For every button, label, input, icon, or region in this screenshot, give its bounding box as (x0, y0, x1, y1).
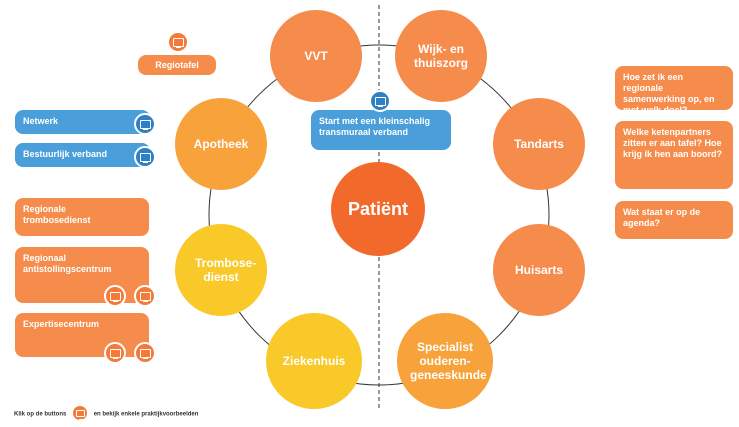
expertisecentrum-label: Expertisecentrum (23, 319, 100, 329)
expertisecentrum-button[interactable]: Expertisecentrum (15, 313, 149, 357)
node-trombosedienst[interactable]: Trombose-dienst (175, 224, 267, 316)
monitor-icon[interactable] (369, 90, 391, 112)
start-button[interactable]: Start met een kleinschalig transmuraal v… (311, 110, 451, 150)
node-label: VVT (304, 49, 328, 63)
regionale-trombosedienst-label: Regionale trombosedienst (23, 204, 91, 225)
node-apotheek[interactable]: Apotheek (175, 98, 267, 190)
start-label: Start met een kleinschalig transmuraal v… (319, 116, 431, 137)
node-label: Wijk- en thuiszorg (414, 42, 468, 70)
footer-instruction: Klik op de buttons en bekijk enkele prak… (14, 404, 199, 423)
monitor-icon[interactable] (104, 285, 126, 307)
regionale-trombosedienst-button[interactable]: Regionale trombosedienst (15, 198, 149, 236)
patient-node: Patiënt (331, 162, 425, 256)
node-label: Ziekenhuis (282, 354, 346, 368)
patient-label: Patiënt (347, 199, 408, 219)
monitor-icon (71, 404, 90, 422)
node-label: Apotheek (193, 137, 249, 151)
question-label: Welke ketenpartners zitten er aan tafel?… (623, 127, 723, 159)
node-label: Specialist ouderen-geneeskunde (410, 340, 487, 382)
node-huisarts[interactable]: Huisarts (493, 224, 585, 316)
bestuurlijk-verband-label: Bestuurlijk verband (23, 149, 108, 159)
regiotafel-label: Regiotafel (155, 60, 199, 70)
question-ketenpartners[interactable]: Welke ketenpartners zitten er aan tafel?… (615, 121, 733, 189)
monitor-icon[interactable] (134, 146, 156, 168)
netwerk-button[interactable]: Netwerk (15, 110, 150, 134)
node-vvt[interactable]: VVT (270, 10, 362, 102)
monitor-icon[interactable] (104, 342, 126, 364)
node-wijk-en-thuiszorg[interactable]: Wijk- en thuiszorg (395, 10, 487, 102)
monitor-icon[interactable] (134, 342, 156, 364)
regionaal-antistollingscentrum-label: Regionaal antistollingscentrum (23, 253, 112, 274)
footer-text-before: Klik op de buttons (14, 411, 67, 418)
node-specialist-ouderengeneeskunde[interactable]: Specialist ouderen-geneeskunde (397, 313, 493, 409)
monitor-icon[interactable] (167, 31, 189, 53)
question-agenda[interactable]: Wat staat er op de agenda? (615, 201, 733, 239)
node-tandarts[interactable]: Tandarts (493, 98, 585, 190)
node-ziekenhuis[interactable]: Ziekenhuis (266, 313, 362, 409)
node-label: Trombose-dienst (195, 256, 257, 284)
question-label: Hoe zet ik een regionale samenwerking op… (623, 72, 715, 115)
regionaal-antistollingscentrum-button[interactable]: Regionaal antistollingscentrum (15, 247, 149, 303)
monitor-icon[interactable] (134, 285, 156, 307)
regiotafel-button[interactable]: Regiotafel (138, 55, 216, 75)
node-label: Tandarts (514, 137, 564, 151)
node-label: Huisarts (514, 263, 564, 277)
question-samenwerking[interactable]: Hoe zet ik een regionale samenwerking op… (615, 66, 733, 115)
monitor-icon[interactable] (134, 113, 156, 135)
bestuurlijk-verband-button[interactable]: Bestuurlijk verband (15, 143, 150, 167)
netwerk-label: Netwerk (23, 116, 59, 126)
footer-text-after: en bekijk enkele praktijkvoorbeelden (93, 411, 199, 418)
question-label: Wat staat er op de agenda? (623, 207, 701, 228)
